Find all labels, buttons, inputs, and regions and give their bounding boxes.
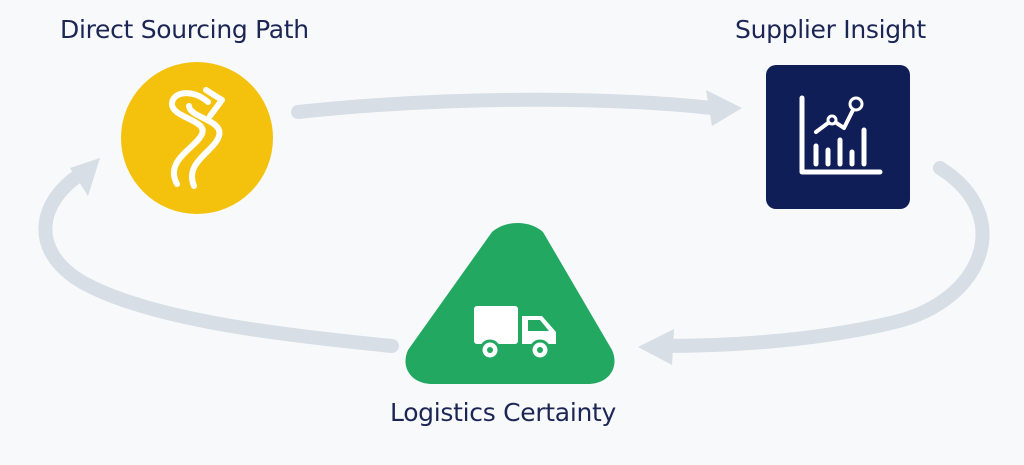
delivery-truck-icon [474, 306, 556, 361]
node-logistics-certainty [405, 223, 615, 384]
node-label-direct-sourcing: Direct Sourcing Path [60, 15, 309, 44]
connector-logistics-to-direct [38, 158, 399, 353]
logistics-certainty-triangle [405, 223, 615, 384]
winding-path-arrow-icon [169, 87, 225, 189]
node-supplier-insight [766, 65, 910, 209]
node-direct-sourcing [121, 62, 273, 214]
arrowhead-icon [706, 90, 742, 126]
node-label-supplier-insight: Supplier Insight [735, 15, 926, 44]
arrowhead-icon [70, 158, 100, 196]
connector-supplier-to-logistics [638, 161, 990, 365]
connector-direct-to-supplier [291, 90, 742, 126]
bar-chart-trend-icon [799, 95, 883, 175]
node-label-logistics-certainty: Logistics Certainty [390, 398, 617, 427]
supplier-insight-square [766, 65, 910, 209]
arrowhead-icon [638, 329, 674, 365]
